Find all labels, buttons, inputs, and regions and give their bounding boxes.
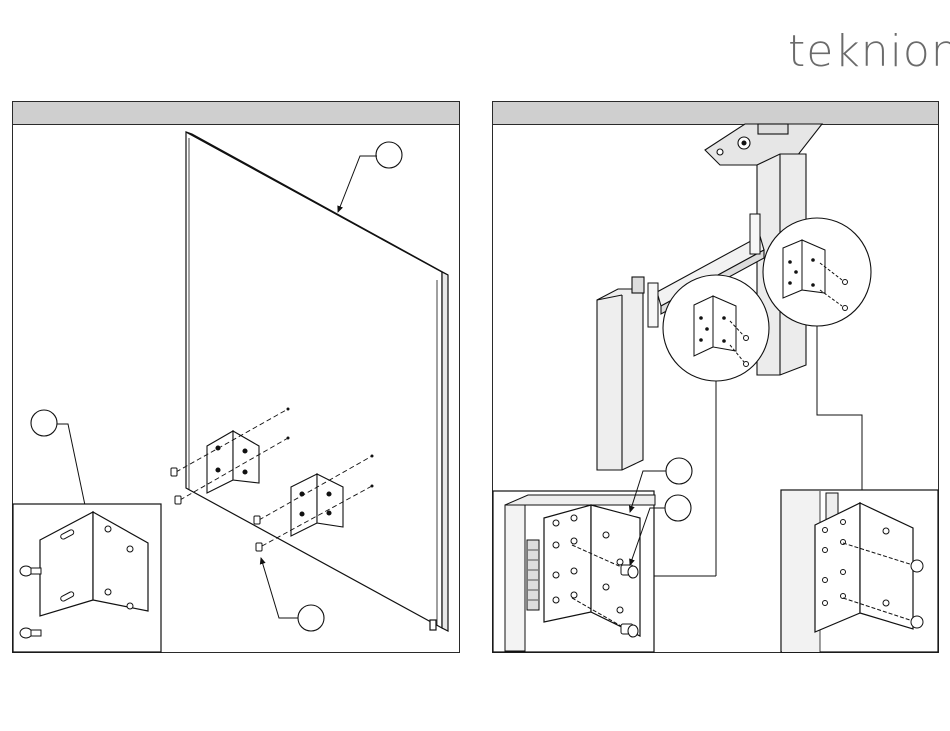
bracket-detail-inset xyxy=(13,504,161,652)
callout-board xyxy=(338,142,402,212)
desk-leg xyxy=(597,277,644,470)
callout-screw xyxy=(261,558,324,631)
hinge-detail-inset xyxy=(493,491,655,652)
magnify-circle-1 xyxy=(663,275,769,576)
screen-board xyxy=(186,132,448,631)
bracket-detail-inset-right xyxy=(781,490,938,652)
callout-bracket-detail xyxy=(31,410,86,510)
